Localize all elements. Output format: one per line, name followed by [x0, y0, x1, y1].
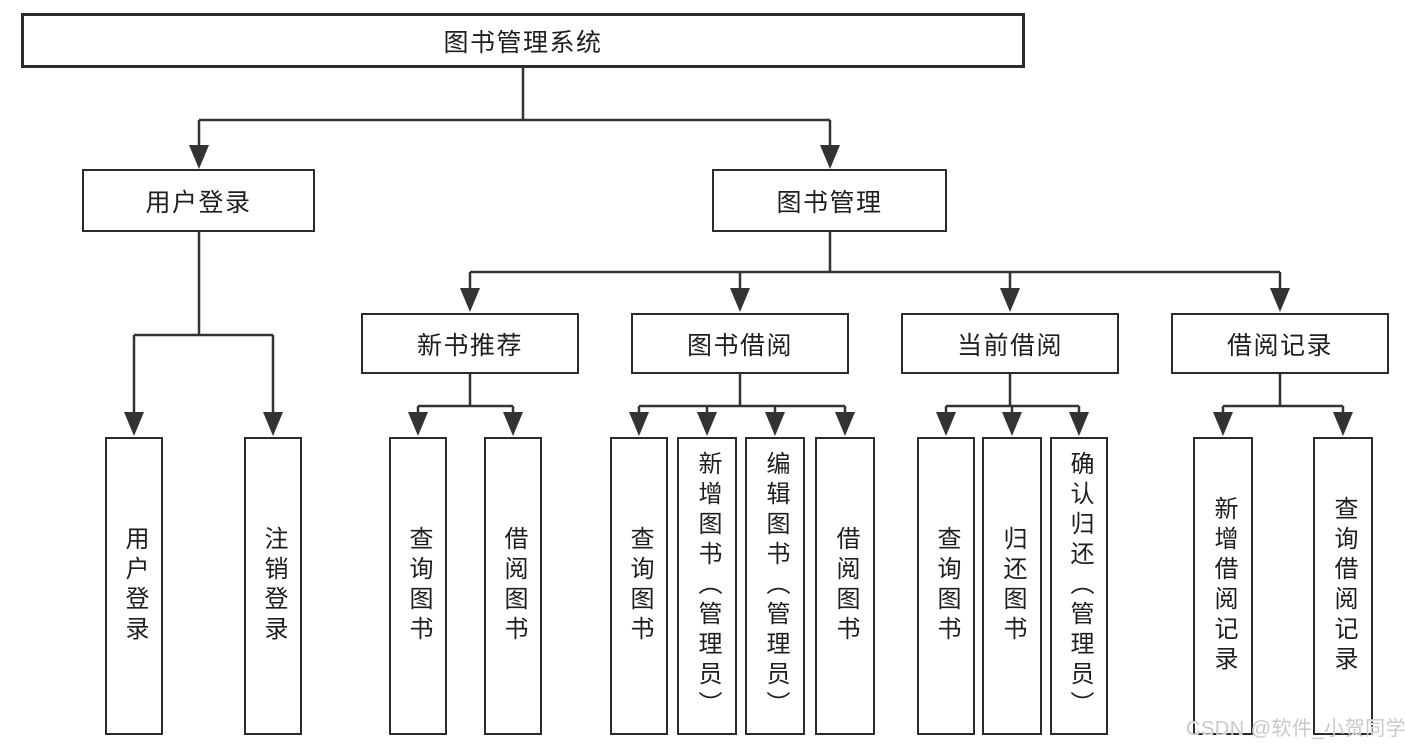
node-label: 注销登录: [260, 526, 287, 646]
watermark: CSDN @软件_小贺同学: [1186, 718, 1405, 740]
leaf-query-books-current: 查询图书: [917, 437, 975, 735]
node-label: 当前借阅: [956, 331, 1063, 360]
node-label: 编辑图书（管理员）: [762, 451, 789, 721]
node-new-book-recommend: 新书推荐: [361, 313, 579, 374]
node-label: 归还图书: [999, 526, 1026, 646]
node-label: 确认归还（管理员）: [1066, 451, 1093, 721]
node-book-borrowing: 图书借阅: [631, 313, 849, 374]
node-label: 借阅图书: [500, 526, 527, 646]
node-label: 新书推荐: [416, 331, 523, 360]
node-label: 查询图书: [933, 526, 960, 646]
leaf-return-book: 归还图书: [982, 437, 1042, 735]
node-current-borrowing: 当前借阅: [901, 313, 1119, 374]
node-label: 图书管理: [776, 188, 883, 217]
node-label: 新增借阅记录: [1210, 496, 1237, 676]
leaf-user-login: 用户登录: [105, 437, 163, 735]
leaf-query-books-borrowing: 查询图书: [610, 437, 668, 735]
node-borrow-records: 借阅记录: [1171, 313, 1389, 374]
leaf-add-borrow-record: 新增借阅记录: [1193, 437, 1253, 735]
leaf-logout: 注销登录: [244, 437, 302, 735]
node-user-login: 用户登录: [82, 169, 315, 232]
leaf-add-book-admin: 新增图书（管理员）: [677, 437, 737, 735]
arrowheads: [124, 145, 1353, 436]
leaf-borrow-books-recommend: 借阅图书: [484, 437, 542, 735]
node-library-management-system: 图书管理系统: [21, 13, 1025, 68]
node-label: 图书借阅: [686, 331, 793, 360]
node-book-management: 图书管理: [712, 169, 947, 232]
leaf-confirm-return-admin: 确认归还（管理员）: [1050, 437, 1108, 735]
leaf-query-borrow-record: 查询借阅记录: [1313, 437, 1373, 735]
node-label: 用户登录: [145, 188, 252, 217]
node-label: 查询图书: [405, 526, 432, 646]
node-label: 查询图书: [626, 526, 653, 646]
node-label: 用户登录: [121, 526, 148, 646]
leaf-borrow-books-borrowing: 借阅图书: [815, 437, 875, 735]
node-label: 借阅记录: [1226, 331, 1333, 360]
node-label: 查询借阅记录: [1330, 496, 1357, 676]
node-label: 新增图书（管理员）: [694, 451, 721, 721]
leaf-edit-book-admin: 编辑图书（管理员）: [745, 437, 805, 735]
leaf-query-books-recommend: 查询图书: [389, 437, 447, 735]
node-label: 图书管理系统: [443, 28, 603, 57]
node-label: 借阅图书: [832, 526, 859, 646]
